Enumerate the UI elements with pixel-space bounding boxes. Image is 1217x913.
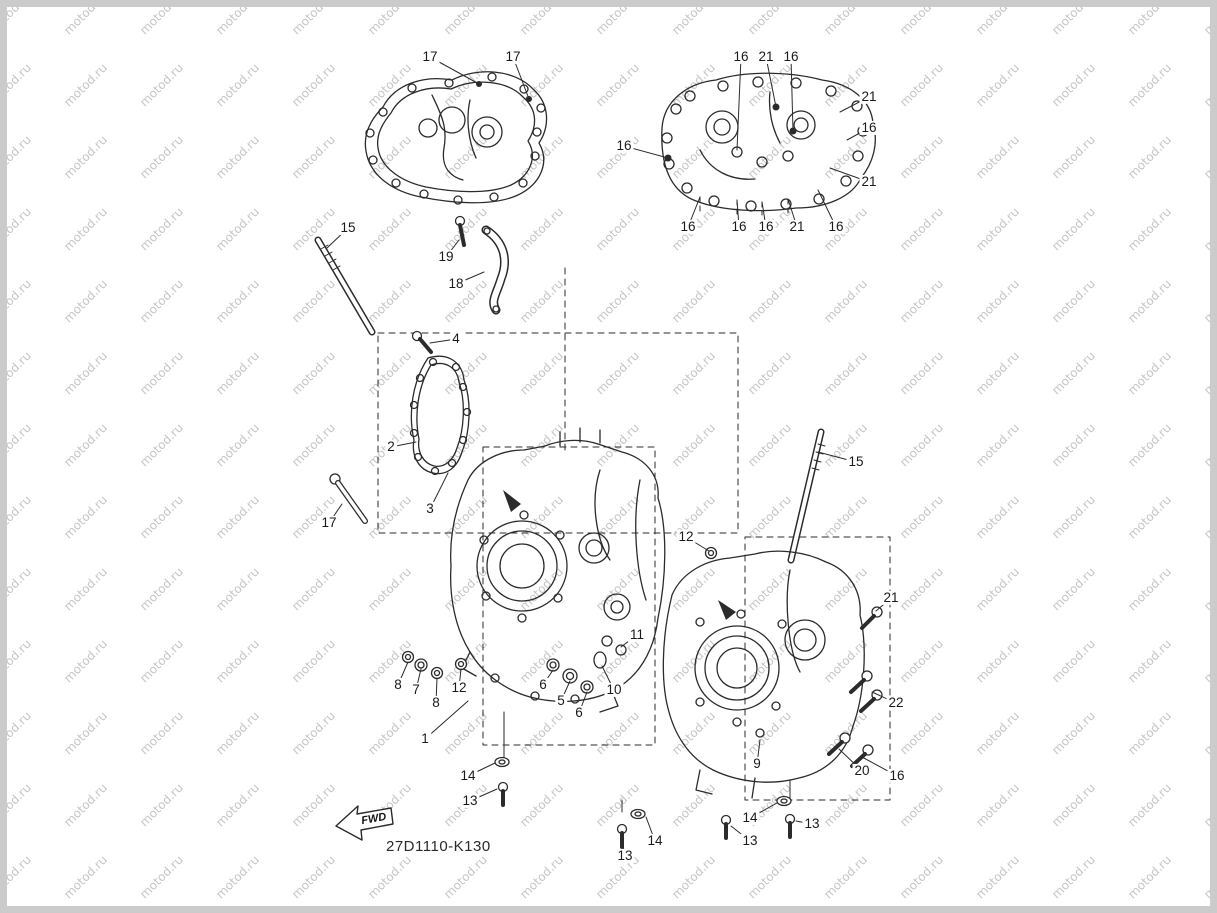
- callout-leader-lines: [326, 56, 898, 857]
- left-crankcase-half-drawing: [449, 427, 666, 759]
- washer-14-c-drawing: [630, 808, 646, 820]
- bolt-21-right-drawing: [860, 606, 883, 630]
- leader-line-11: [620, 634, 638, 648]
- bolt-4-drawing: [411, 330, 433, 354]
- leader-line-14: [467, 762, 496, 777]
- leader-line-21: [787, 198, 798, 228]
- collar-7-8-drawing: [401, 650, 444, 680]
- leader-line-16: [790, 56, 794, 132]
- leader-line-16: [817, 189, 837, 228]
- dowel-5-6-drawing: [546, 658, 594, 694]
- leader-line-15: [817, 451, 857, 463]
- diagram-code: 27D1110-K130: [386, 838, 491, 855]
- bolts-22-drawing: [849, 670, 883, 713]
- washer-14-b-drawing: [776, 795, 792, 807]
- fwd-arrow-shape: [335, 805, 394, 841]
- leader-line-14: [749, 802, 778, 819]
- leader-line-9: [756, 739, 761, 765]
- bolt-13-c-drawing: [616, 823, 628, 849]
- leader-line-19: [445, 239, 460, 258]
- leader-line-6: [542, 669, 554, 686]
- cover-gasket-drawing: [364, 71, 548, 205]
- leader-line-13: [730, 825, 751, 842]
- bolt-16-bottom-drawing: [850, 744, 874, 768]
- leader-line-16: [736, 56, 742, 151]
- stud-bolt-15-left-drawing: [314, 236, 376, 336]
- leader-line-16: [687, 196, 701, 228]
- leader-line-17: [328, 503, 343, 524]
- leader-line-16: [861, 756, 898, 777]
- bracket-18-drawing: [481, 225, 509, 315]
- leader-line-18: [455, 271, 485, 285]
- leader-line-16: [761, 201, 767, 228]
- right-crankcase-half-drawing: [621, 550, 865, 813]
- leader-line-7: [415, 668, 422, 691]
- leader-line-16: [623, 145, 669, 159]
- leader-line-2: [390, 441, 417, 448]
- crankcase-bolt-view-drawing: [661, 72, 876, 216]
- dowel-12-right-drawing: [704, 546, 718, 560]
- assembly-arrow-right: [718, 600, 736, 620]
- leader-line-3: [429, 472, 449, 510]
- crankcase-gasket-drawing: [409, 355, 472, 476]
- leader-line-17: [512, 56, 530, 100]
- stud-bolt-15-right-drawing: [787, 428, 826, 564]
- leader-line-21: [875, 597, 892, 612]
- bolt-20-drawing: [827, 732, 851, 756]
- leader-line-4: [429, 338, 457, 344]
- washer-14-a-drawing: [494, 756, 510, 768]
- dowel-12-left-drawing: [454, 657, 468, 671]
- leader-line-12: [458, 668, 462, 689]
- bolt-17-drawing: [329, 473, 368, 524]
- assembly-arrow-left: [503, 490, 521, 512]
- leader-line-17: [429, 56, 480, 85]
- leader-line-10: [601, 665, 615, 691]
- dowel-10-oring-11-drawing: [593, 635, 627, 669]
- fwd-arrow: FWD: [335, 805, 394, 841]
- leader-line-21: [765, 56, 777, 108]
- bolt-19-drawing: [454, 215, 466, 247]
- leader-line-8: [435, 677, 438, 704]
- leader-line-12: [685, 536, 710, 552]
- leader-line-14: [645, 816, 656, 842]
- leader-line-13: [795, 820, 813, 825]
- leader-line-5: [560, 680, 571, 702]
- bolt-13-b-drawing: [784, 813, 796, 839]
- leader-line-6: [578, 691, 588, 714]
- leader-line-13: [469, 788, 498, 802]
- fwd-label: FWD: [360, 811, 387, 827]
- construction-dashed-lines: [377, 267, 891, 801]
- leader-line-15: [326, 227, 349, 249]
- leader-line-8: [397, 661, 409, 686]
- bolt-13-d-drawing: [720, 814, 732, 840]
- leader-line-1: [424, 700, 469, 740]
- bolt-13-a-drawing: [497, 781, 509, 807]
